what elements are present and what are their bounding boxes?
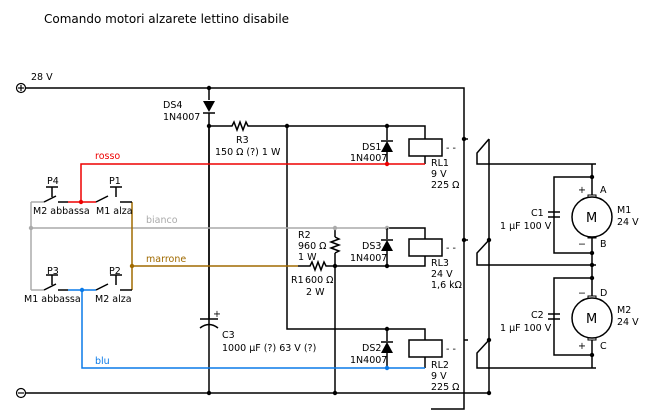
diode-ds4 <box>203 101 215 114</box>
diagram-title: Comando motori alzarete lettino disabile <box>44 12 290 26</box>
c3-polarity: + <box>213 309 221 320</box>
motor-m2: M <box>571 295 613 341</box>
positive-terminal <box>15 82 27 94</box>
wire-blu <box>81 290 425 369</box>
p2-name: P2 <box>109 266 121 277</box>
m1-terminal-a: A <box>600 185 607 196</box>
wire-rosso <box>80 163 425 202</box>
pushbutton-p2[interactable] <box>95 274 132 291</box>
r1-value: 600 Ω <box>305 275 333 286</box>
p1-name: P1 <box>109 176 121 187</box>
ds2-part: 1N4007 <box>350 355 387 366</box>
r2-power: 1 W <box>298 252 317 263</box>
wire-label-rosso: rosso <box>95 151 120 162</box>
rl2-link: - - <box>446 344 456 355</box>
ds4-part: 1N4007 <box>163 112 200 123</box>
m2-pol-top: − <box>578 288 586 299</box>
c2-value: 1 µF 100 V <box>500 323 552 334</box>
rl2-resistance: 225 Ω <box>431 382 459 393</box>
rl1-name: RL1 <box>431 158 449 169</box>
c3-name: C3 <box>222 330 235 341</box>
m2-voltage: 24 V <box>617 317 639 328</box>
p3-name: P3 <box>47 266 59 277</box>
m2-terminal-d: D <box>600 288 607 299</box>
ds2-name: DS2 <box>362 343 381 354</box>
capacitor-c2 <box>548 313 560 320</box>
m1-pol-top: + <box>578 185 586 196</box>
ds1-part: 1N4007 <box>350 153 387 164</box>
wire-label-bianco: bianco <box>146 215 178 226</box>
rl1-resistance: 225 Ω <box>431 180 459 191</box>
relay-contact-rl2 <box>476 339 596 369</box>
resistor-r2 <box>328 236 342 254</box>
m1-voltage: 24 V <box>617 217 639 228</box>
r3-name: R3 <box>236 135 249 146</box>
wire-label-marrone: marrone <box>146 254 186 265</box>
p4-name: P4 <box>47 176 59 187</box>
m1-name: M1 <box>617 205 631 216</box>
relay-contact-rl3 <box>476 239 596 266</box>
p4-function: M2 abbassa <box>33 206 90 217</box>
c1-value: 1 µF 100 V <box>500 221 552 232</box>
ds3-name: DS3 <box>362 241 381 252</box>
resistor-r1 <box>298 259 335 273</box>
rl1-link: - - <box>446 143 456 154</box>
motor-m1: M <box>571 194 613 239</box>
p1-function: M1 alza <box>96 206 133 217</box>
m2-terminal-c: C <box>600 341 607 352</box>
rl2-voltage: 9 V <box>431 371 447 382</box>
m2-symbol: M <box>586 312 597 327</box>
r1-name: R1 <box>291 275 304 286</box>
pushbutton-p1[interactable] <box>95 186 132 203</box>
positive-rail <box>25 87 465 410</box>
rl2-name: RL2 <box>431 360 449 371</box>
capacitor-c3: + <box>199 309 221 329</box>
ds3-part: 1N4007 <box>350 253 387 264</box>
p2-function: M2 alza <box>95 294 132 305</box>
m1-symbol: M <box>586 211 597 226</box>
relay-contact-rl1 <box>476 138 596 165</box>
relay-coil-rl2 <box>408 339 443 358</box>
diode-ds2 <box>381 341 393 353</box>
c1-name: C1 <box>531 208 544 219</box>
c2-name: C2 <box>531 310 544 321</box>
pushbutton-p4[interactable] <box>43 186 68 203</box>
r2-value: 960 Ω <box>298 241 326 252</box>
rl3-voltage: 24 V <box>431 269 453 280</box>
c3-value: 1000 µF (?) 63 V (?) <box>222 343 316 354</box>
pushbutton-p3[interactable] <box>43 274 68 291</box>
m2-name: M2 <box>617 305 631 316</box>
rl3-resistance: 1,6 kΩ <box>431 280 462 291</box>
relay-coil-rl1 <box>408 138 443 157</box>
rl3-name: RL3 <box>431 258 449 269</box>
m1-terminal-b: B <box>600 239 607 250</box>
diode-ds1 <box>381 140 393 152</box>
p3-function: M1 abbassa <box>24 294 81 305</box>
supply-voltage-label: 28 V <box>31 72 53 83</box>
r2-name: R2 <box>298 230 311 241</box>
relay-coil-rl3 <box>408 238 443 257</box>
wire-label-blu: blu <box>95 356 110 367</box>
rl3-link: - - <box>446 243 456 254</box>
r1-power: 2 W <box>306 287 325 298</box>
rl1-voltage: 9 V <box>431 169 447 180</box>
ds1-name: DS1 <box>362 142 381 153</box>
capacitor-c1 <box>548 211 560 218</box>
negative-terminal <box>15 387 27 399</box>
diode-ds3 <box>381 239 393 251</box>
m2-pol-bottom: + <box>578 341 586 352</box>
ds4-name: DS4 <box>163 100 182 111</box>
m1-pol-bottom: − <box>578 239 586 250</box>
r3-value: 150 Ω (?) 1 W <box>215 147 281 158</box>
